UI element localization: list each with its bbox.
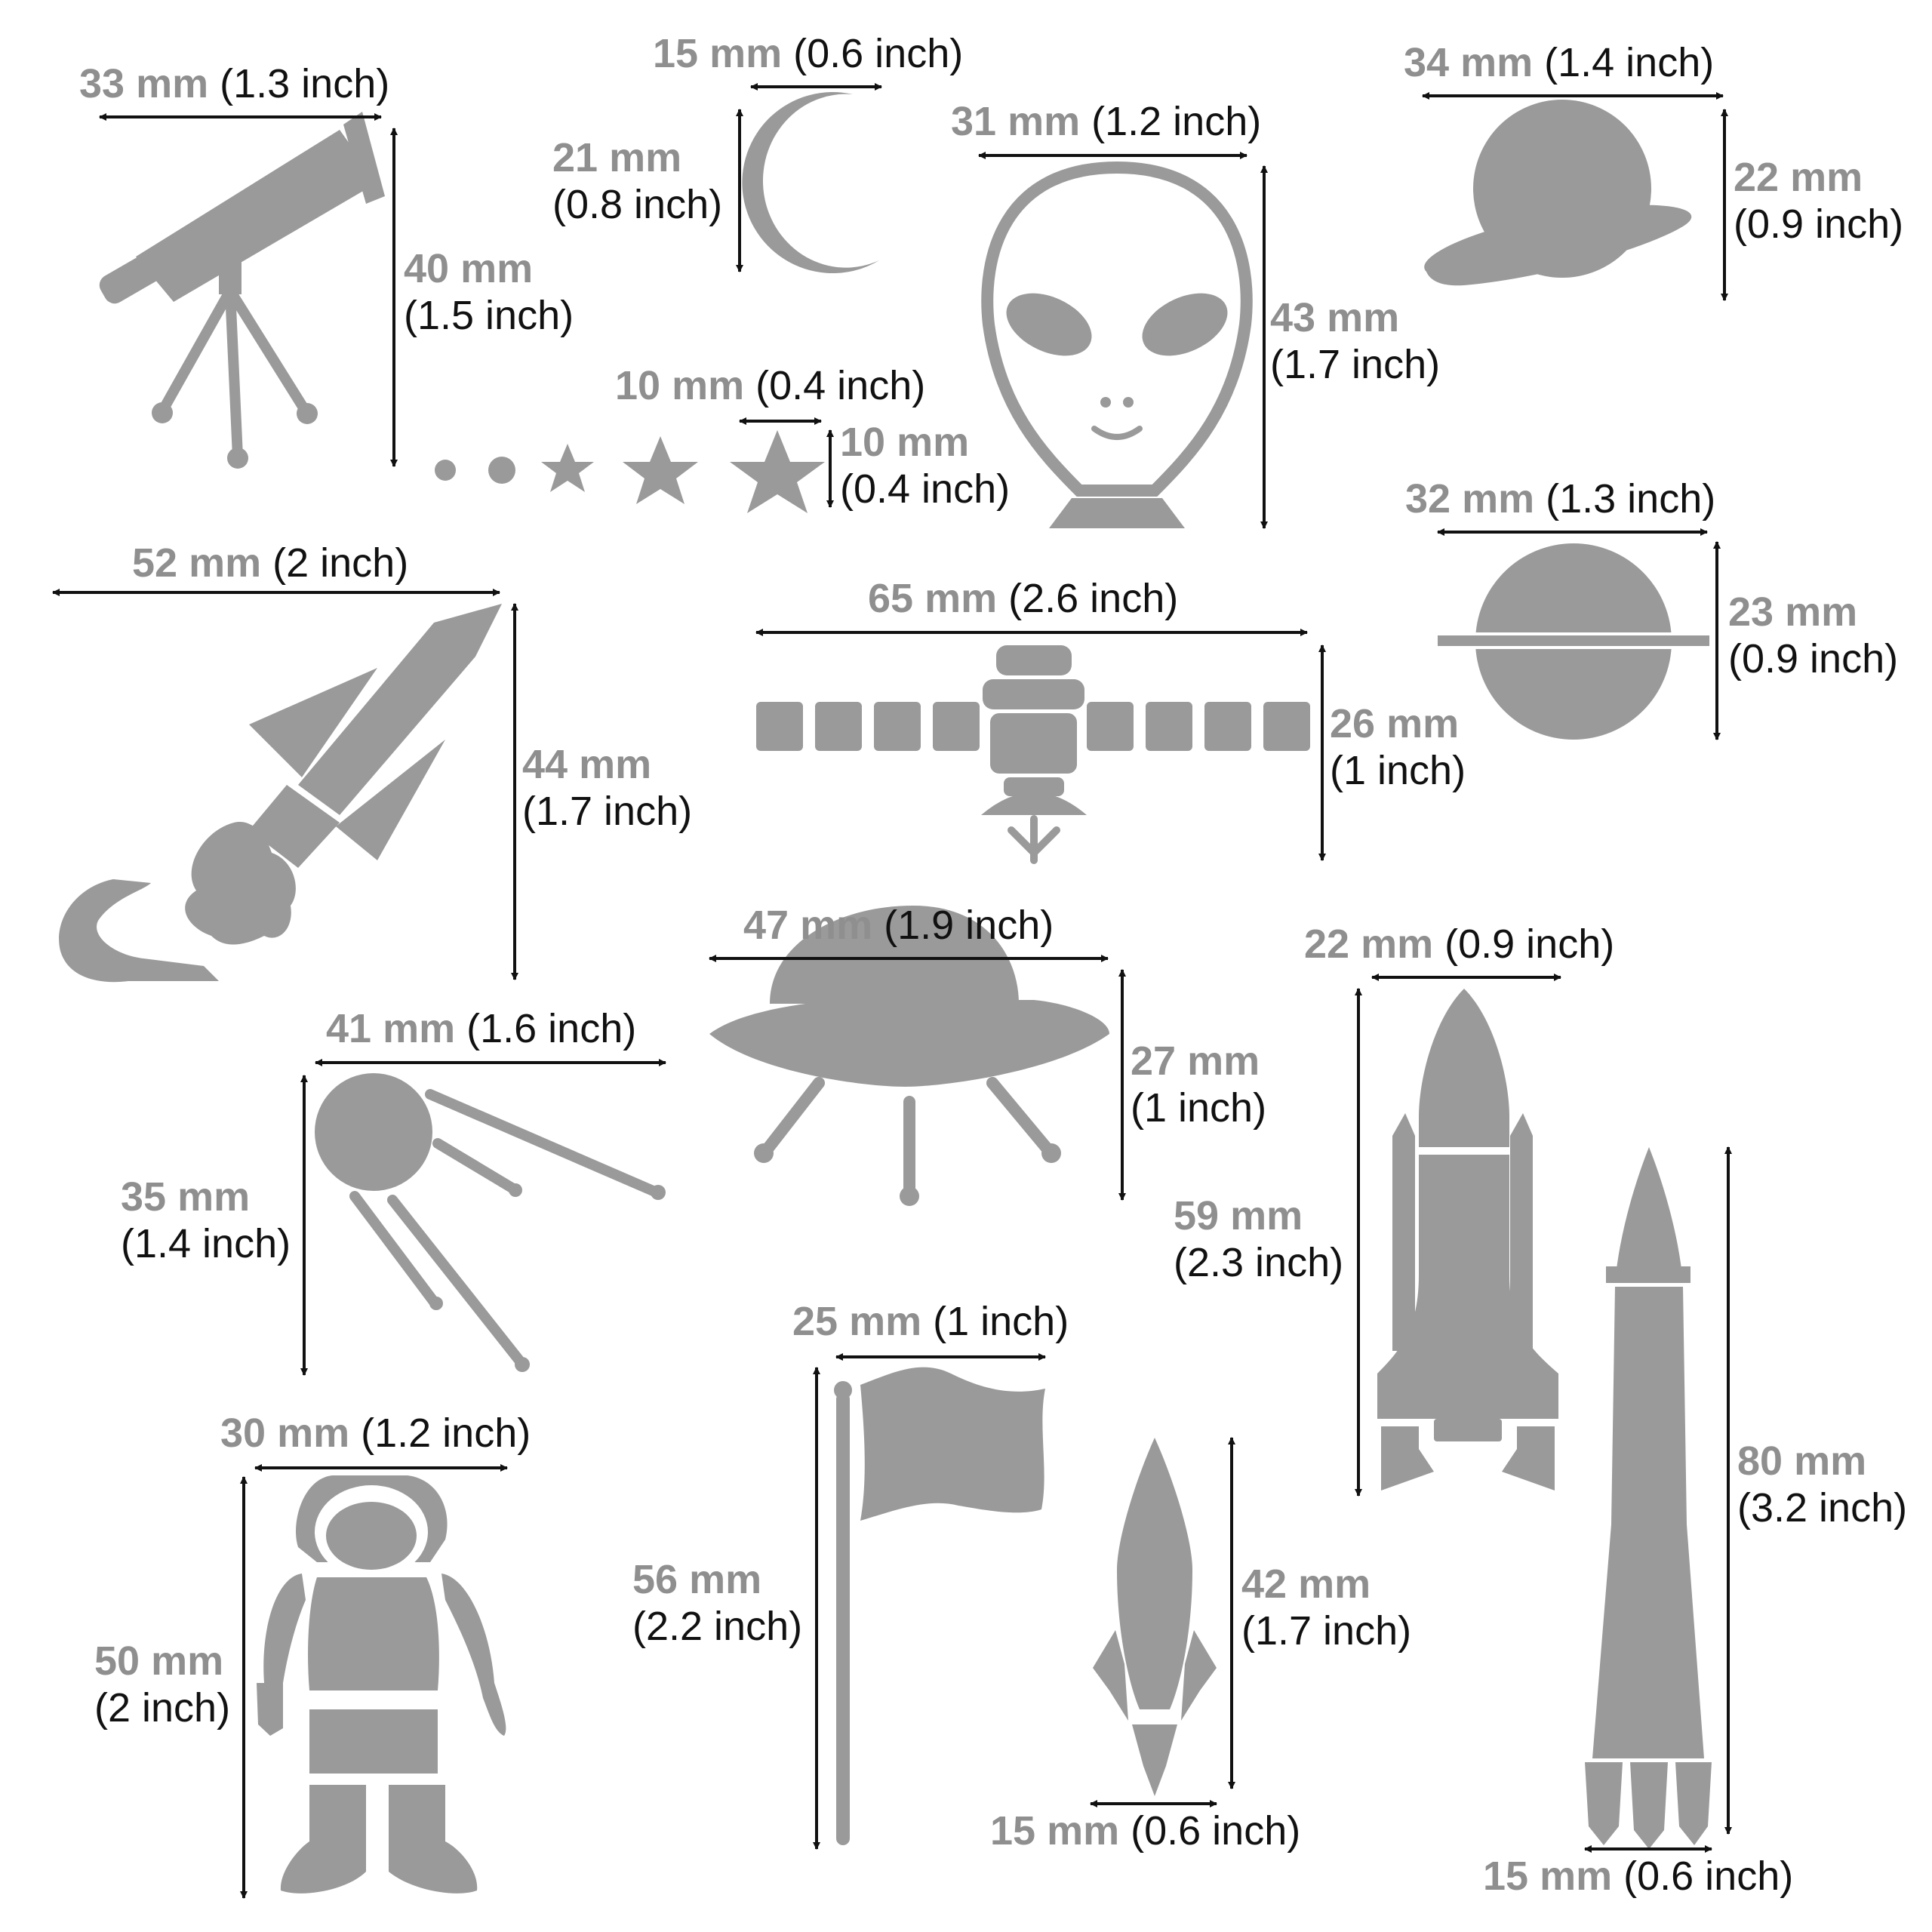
stars-width-label: 10 mm (0.4 inch): [615, 363, 926, 408]
moon-width-label: 15 mm (0.6 inch): [653, 31, 964, 76]
telescope-height-label: 40 mm(1.5 inch): [404, 246, 574, 338]
space-shuttle-icon: [1377, 989, 1558, 1491]
rocket-icon: [59, 604, 502, 983]
ringed-planet-width-label: 34 mm (1.4 inch): [1404, 40, 1715, 85]
rocket-height-label: 44 mm(1.7 inch): [522, 742, 693, 834]
tall-rocket-width-label: 15 mm (0.6 inch): [1483, 1854, 1794, 1899]
satellite-width-label: 65 mm (2.6 inch): [868, 576, 1179, 621]
flag-icon: [834, 1367, 1045, 1845]
moon-icon: [742, 92, 879, 274]
tall-rocket-height-label: 80 mm(3.2 inch): [1737, 1438, 1908, 1531]
small-rocket-width-label: 15 mm (0.6 inch): [990, 1808, 1301, 1854]
satellite-icon: [756, 645, 1310, 864]
sputnik-height-label: 35 mm(1.4 inch): [121, 1174, 291, 1266]
flag-width-label: 25 mm (1 inch): [792, 1299, 1069, 1344]
banded-planet-icon: [1438, 543, 1709, 740]
ringed-planet-icon: [1424, 100, 1692, 286]
satellite-height-label: 26 mm(1 inch): [1330, 701, 1466, 793]
alien-head-icon: [981, 161, 1253, 528]
sputnik-icon: [315, 1073, 666, 1372]
tall-rocket-icon: [1585, 1147, 1712, 1849]
ringed-planet-height-label: 22 mm(0.9 inch): [1734, 155, 1904, 247]
ufo-icon: [709, 906, 1109, 1206]
small-rocket-height-label: 42 mm(1.7 inch): [1241, 1561, 1412, 1654]
shuttle-height-label: 59 mm(2.3 inch): [1174, 1193, 1344, 1285]
shuttle-width-label: 22 mm (0.9 inch): [1304, 921, 1615, 967]
telescope-icon: [99, 112, 385, 469]
ufo-width-label: 47 mm (1.9 inch): [743, 903, 1054, 948]
telescope-width-label: 33 mm (1.3 inch): [79, 61, 390, 106]
stars-height-label: 10 mm(0.4 inch): [840, 420, 1011, 512]
astronaut-height-label: 50 mm(2 inch): [94, 1638, 231, 1730]
alien-height-label: 43 mm(1.7 inch): [1270, 295, 1441, 387]
small-rocket-icon: [1093, 1438, 1217, 1796]
ufo-height-label: 27 mm(1 inch): [1131, 1038, 1267, 1131]
banded-planet-width-label: 32 mm (1.3 inch): [1405, 476, 1716, 521]
dimension-arrows: [52, 83, 1732, 1899]
astronaut-icon: [257, 1475, 506, 1894]
alien-width-label: 31 mm (1.2 inch): [951, 99, 1262, 144]
sputnik-width-label: 41 mm (1.6 inch): [326, 1006, 637, 1051]
rocket-width-label: 52 mm (2 inch): [132, 540, 409, 586]
banded-planet-height-label: 23 mm(0.9 inch): [1728, 589, 1899, 681]
astronaut-width-label: 30 mm (1.2 inch): [220, 1411, 531, 1456]
star-icon: [435, 430, 825, 513]
moon-height-label: 21 mm(0.8 inch): [552, 135, 723, 227]
flag-height-label: 56 mm(2.2 inch): [632, 1557, 803, 1649]
